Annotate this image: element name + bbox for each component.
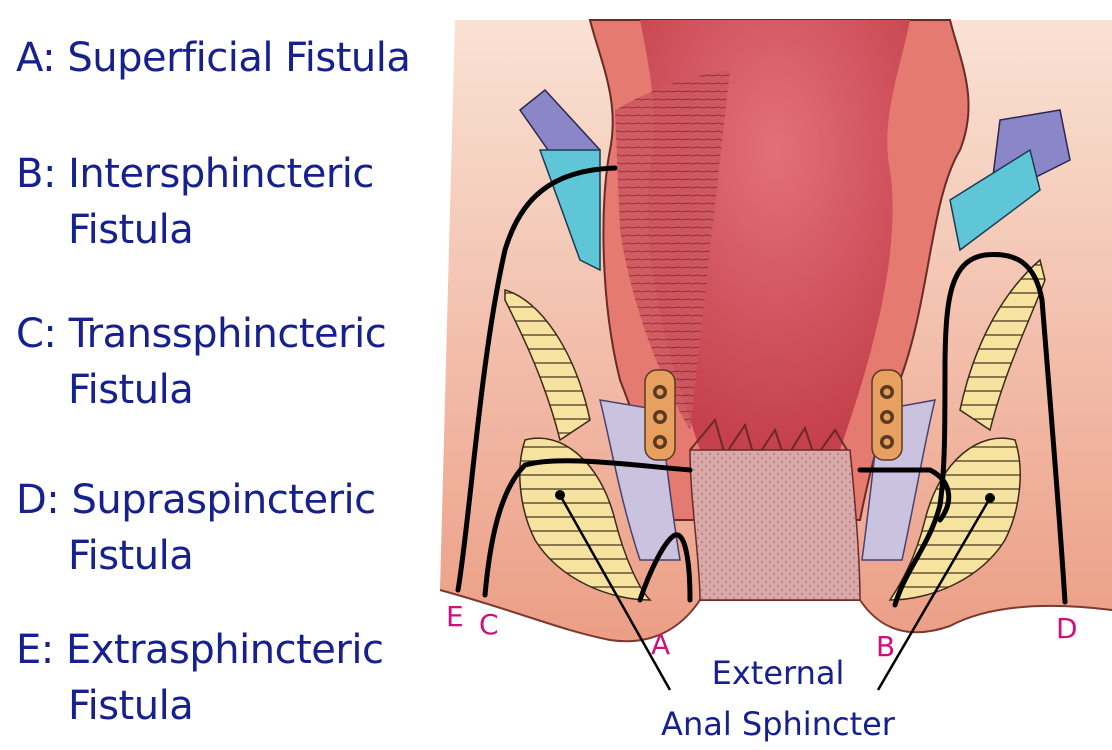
- legend-d: D: Supraspincteric Fistula: [16, 480, 376, 576]
- legend-a: A: Superficial Fistula: [16, 35, 411, 81]
- tract-a-superficial: [637, 532, 693, 603]
- marker-a: A: [651, 628, 670, 661]
- fistula-tracts: [455, 165, 1068, 608]
- callout-pointer-right: [876, 497, 992, 691]
- marker-b: B: [876, 630, 895, 663]
- tract-c-transsphincteric: [482, 458, 693, 598]
- levator-blue-right: [949, 148, 1041, 252]
- legend-d-line1: D: Supraspincteric: [16, 477, 376, 523]
- callout-dot-left: [555, 490, 565, 500]
- callout-pointer-left: [558, 494, 672, 691]
- anal-glands-right: [871, 369, 903, 461]
- external-sphincter-superficial-right: [888, 437, 1021, 601]
- callout-dot-right: [985, 493, 995, 503]
- legend-c-line1: C: Transsphincteric: [16, 311, 387, 357]
- legend-e-line2: Fistula: [68, 683, 194, 729]
- marker-c: C: [479, 608, 499, 641]
- tract-b-intersphincteric: [892, 252, 1068, 608]
- legend-b-line2: Fistula: [68, 207, 194, 253]
- anal-canal: [689, 449, 861, 601]
- legend-a-line1: A: Superficial Fistula: [16, 35, 411, 81]
- callout-line1: External: [712, 654, 845, 692]
- external-sphincter-deep-right: [959, 258, 1046, 432]
- external-sphincter-deep-left: [504, 289, 591, 442]
- legend-c-line2: Fistula: [68, 367, 194, 413]
- anal-glands-left: [644, 369, 676, 461]
- legend-d-line2: Fistula: [68, 533, 194, 579]
- legend-b: B: Intersphincteric Fistula: [16, 154, 374, 250]
- marker-e: E: [446, 600, 464, 633]
- external-sphincter-superficial-left: [519, 437, 652, 601]
- marker-d: D: [1056, 612, 1078, 645]
- legend-e-line1: E: Extrasphincteric: [16, 627, 384, 673]
- legend-b-line1: B: Intersphincteric: [16, 151, 374, 197]
- callout-line2: Anal Sphincter: [661, 705, 896, 743]
- tract-e-extrasphincteric: [455, 165, 618, 593]
- legend-e: E: Extrasphincteric Fistula: [16, 627, 384, 729]
- dentate-line: [689, 417, 851, 463]
- mucosal-folds: [615, 70, 730, 430]
- tract-d-suprasphincteric: [857, 467, 952, 523]
- legend-c: C: Transsphincteric Fistula: [16, 311, 387, 413]
